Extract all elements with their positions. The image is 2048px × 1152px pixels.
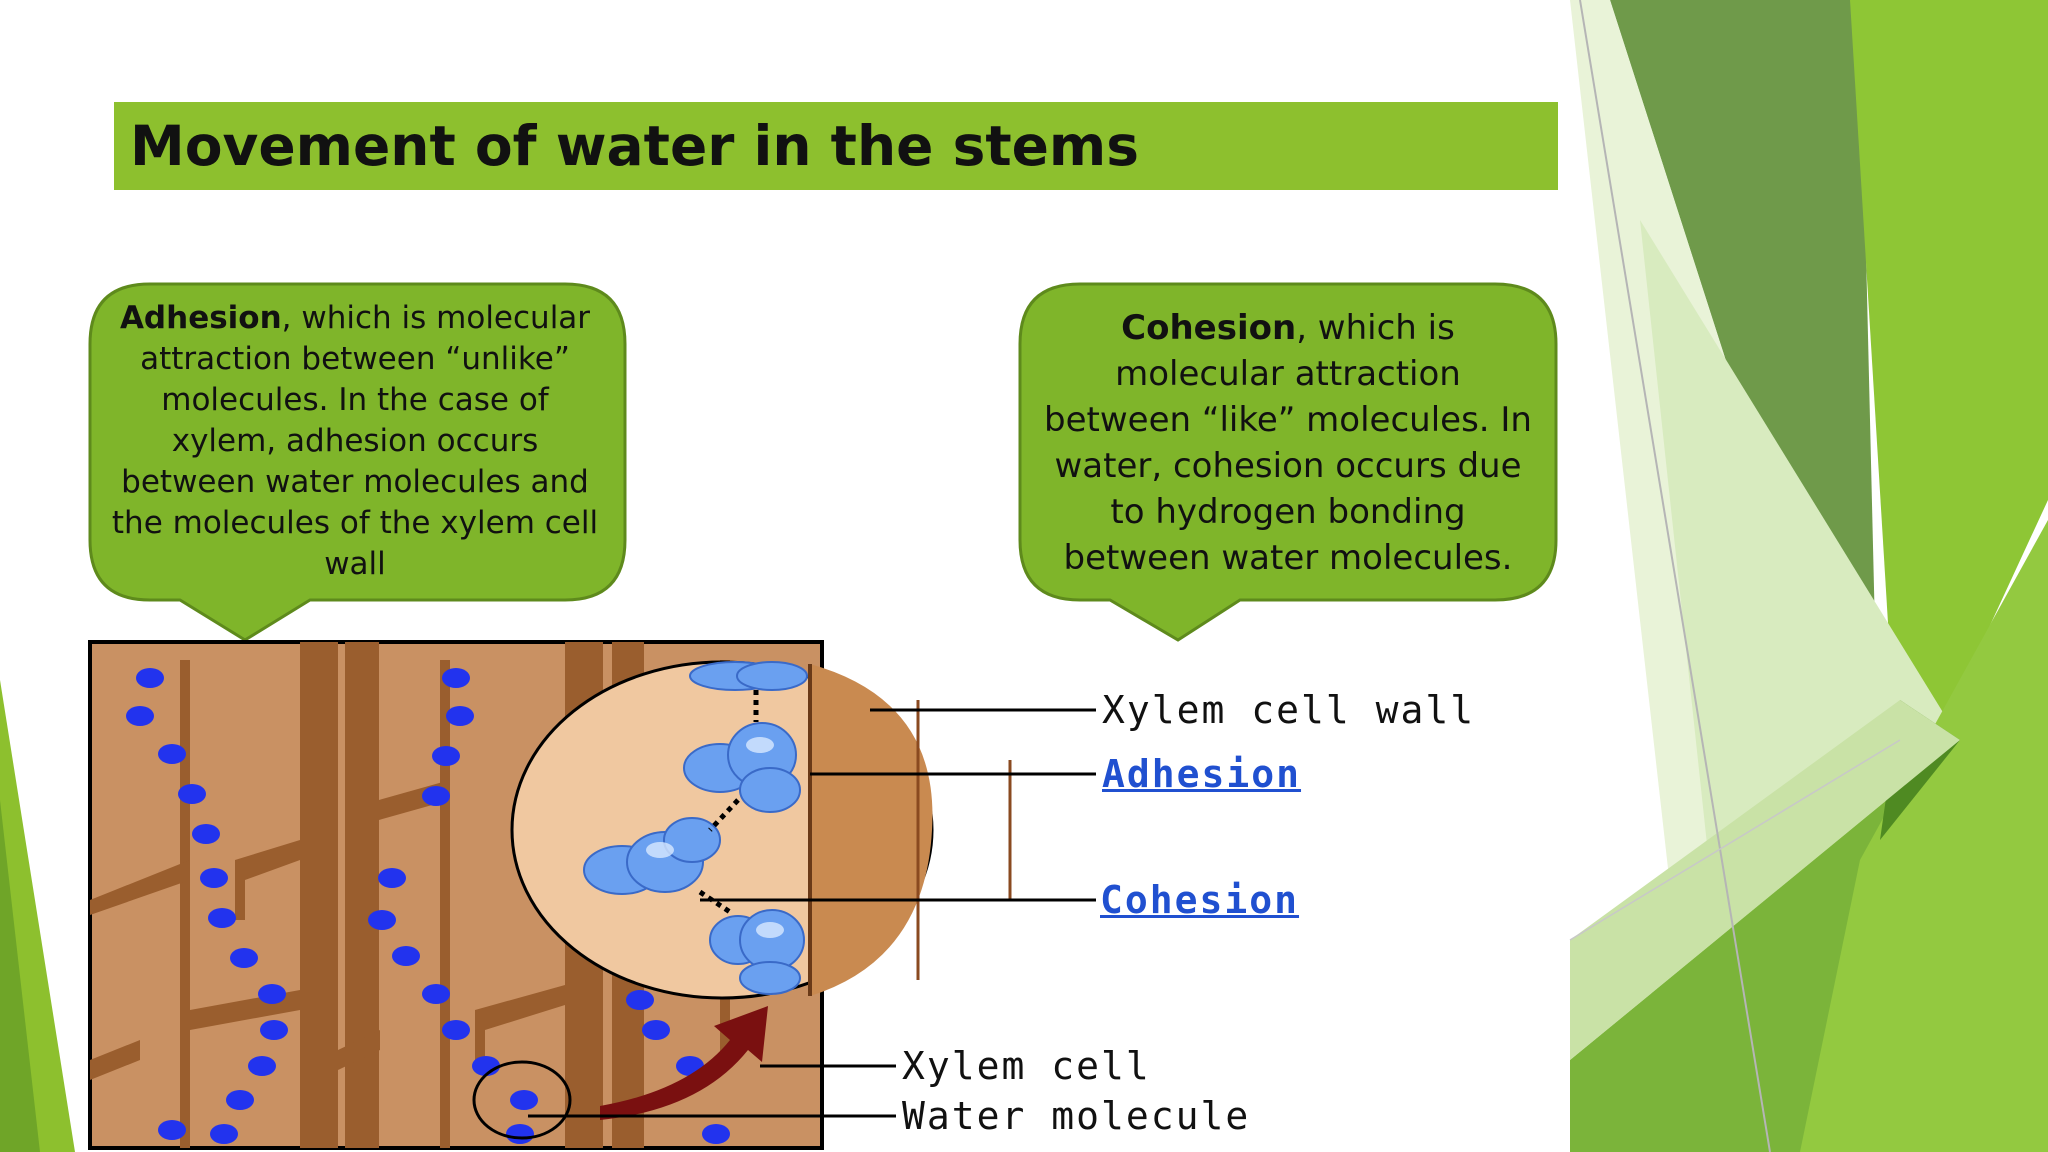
cohesion-description: , which is molecular attraction between … (1044, 308, 1532, 578)
label-water-molecule: Water molecule (902, 1094, 1251, 1138)
title-bar: Movement of water in the stems (114, 102, 1558, 190)
adhesion-callout-bubble (88, 282, 627, 642)
left-accent-shape-2 (0, 800, 40, 1152)
cohesion-callout-bubble (1018, 282, 1558, 642)
right-facet-7 (1800, 520, 2048, 1152)
adhesion-description: , which is molecular attraction between … (111, 300, 599, 582)
water-molecule-highlight (472, 1060, 572, 1140)
label-xylem-cell-wall: Xylem cell wall (1102, 688, 1476, 732)
right-facet-9 (1570, 700, 1960, 1060)
right-guide-line (1579, 0, 1771, 1152)
xylem-diagram (88, 640, 1096, 1150)
magnified-view (510, 660, 1012, 1000)
label-leader-lines (528, 708, 1096, 1118)
cohesion-term: Cohesion (1121, 308, 1297, 348)
label-xylem-cell: Xylem cell (902, 1044, 1151, 1088)
adhesion-term: Adhesion (119, 300, 282, 336)
adhesion-callout: Adhesion, which is molecular attraction … (110, 298, 600, 585)
water-molecule-dots (126, 668, 730, 1144)
right-guide-line-2 (1569, 739, 1901, 941)
label-adhesion-link[interactable]: Adhesion (1102, 752, 1302, 796)
slide-title: Movement of water in the stems (130, 114, 1139, 178)
zoom-arrow (600, 1006, 768, 1120)
right-facet-3 (1850, 0, 2048, 820)
cohesion-callout: Cohesion, which is molecular attraction … (1038, 305, 1538, 581)
label-cohesion-link[interactable]: Cohesion (1100, 878, 1300, 922)
